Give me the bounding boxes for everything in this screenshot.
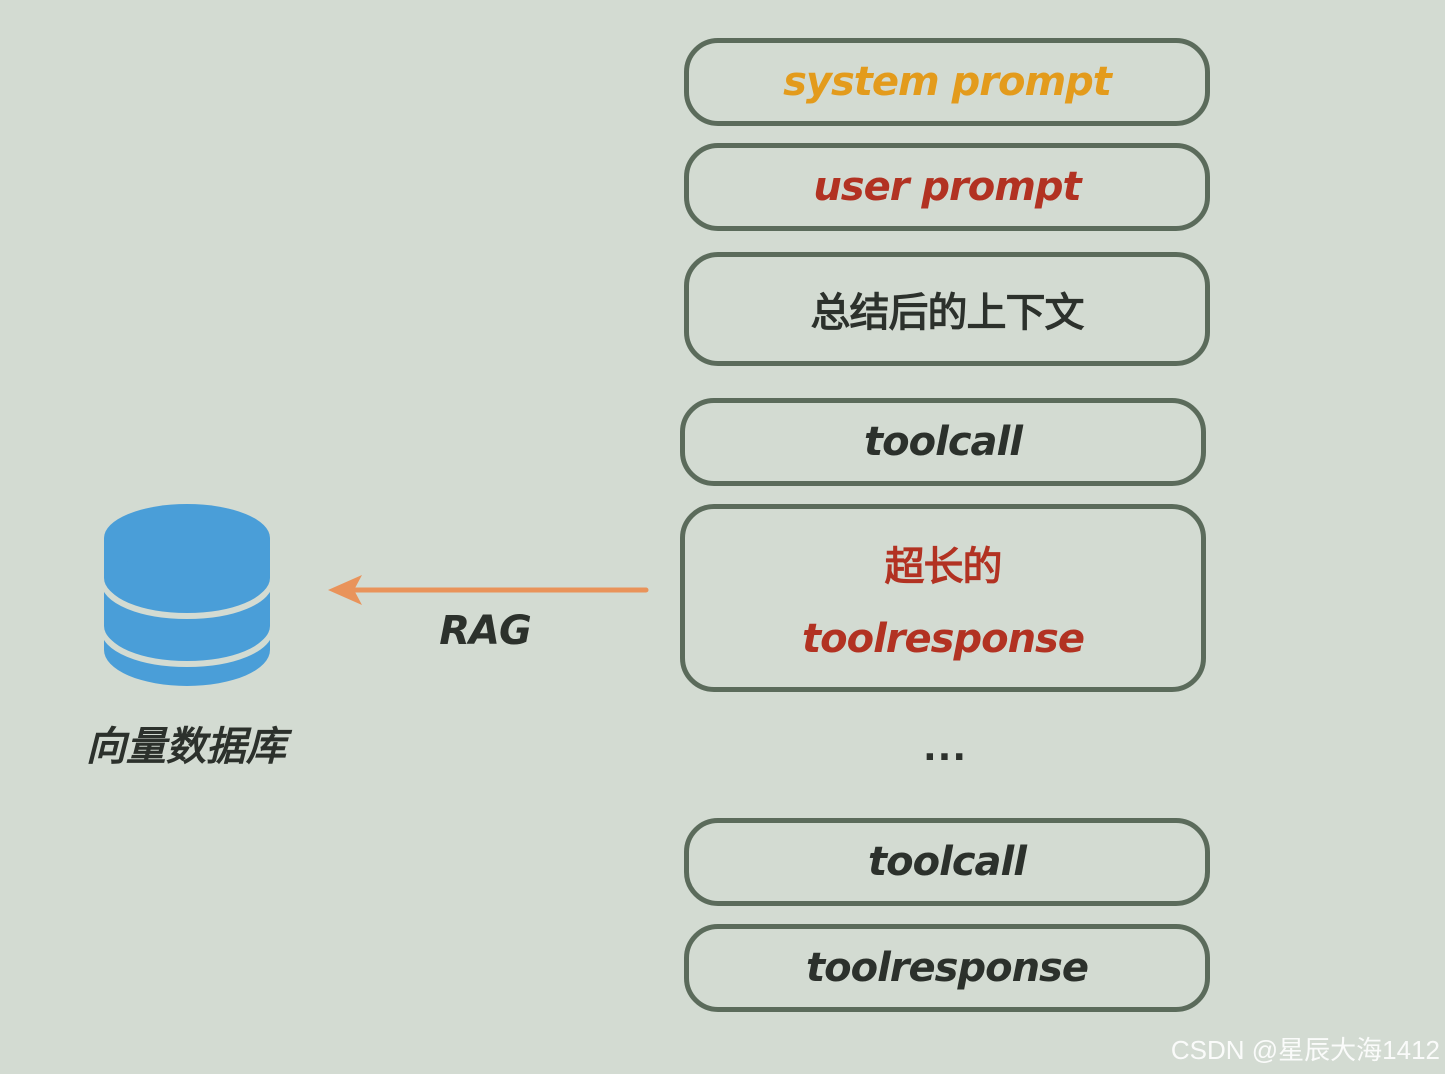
watermark: CSDN @星辰大海1412 — [1170, 1035, 1440, 1065]
toolresponse-text: toolresponse — [806, 945, 1089, 991]
system-prompt-text: system prompt — [783, 59, 1112, 105]
arrow-left-icon — [328, 575, 649, 605]
long-response-label: 超长的 — [884, 544, 1003, 590]
summary-context-box: 总结后的上下文 — [684, 252, 1210, 366]
long-response-text: toolresponse — [802, 616, 1085, 662]
toolcall-box: toolcall — [684, 818, 1210, 906]
rag-label: RAG — [439, 608, 532, 654]
toolcall-text: toolcall — [864, 419, 1023, 465]
toolcall-text: toolcall — [868, 839, 1027, 885]
database-icon — [101, 504, 273, 686]
database-label: 向量数据库 — [86, 724, 286, 770]
user-prompt-box: user prompt — [684, 143, 1210, 231]
summary-context-text: 总结后的上下文 — [810, 290, 1085, 336]
toolresponse-box: toolresponse — [684, 924, 1210, 1012]
user-prompt-text: user prompt — [813, 164, 1081, 210]
toolcall-box: toolcall — [680, 398, 1206, 486]
long-toolresponse-box: 超长的 toolresponse — [680, 504, 1206, 692]
system-prompt-box: system prompt — [684, 38, 1210, 126]
ellipsis: ... — [922, 728, 968, 769]
